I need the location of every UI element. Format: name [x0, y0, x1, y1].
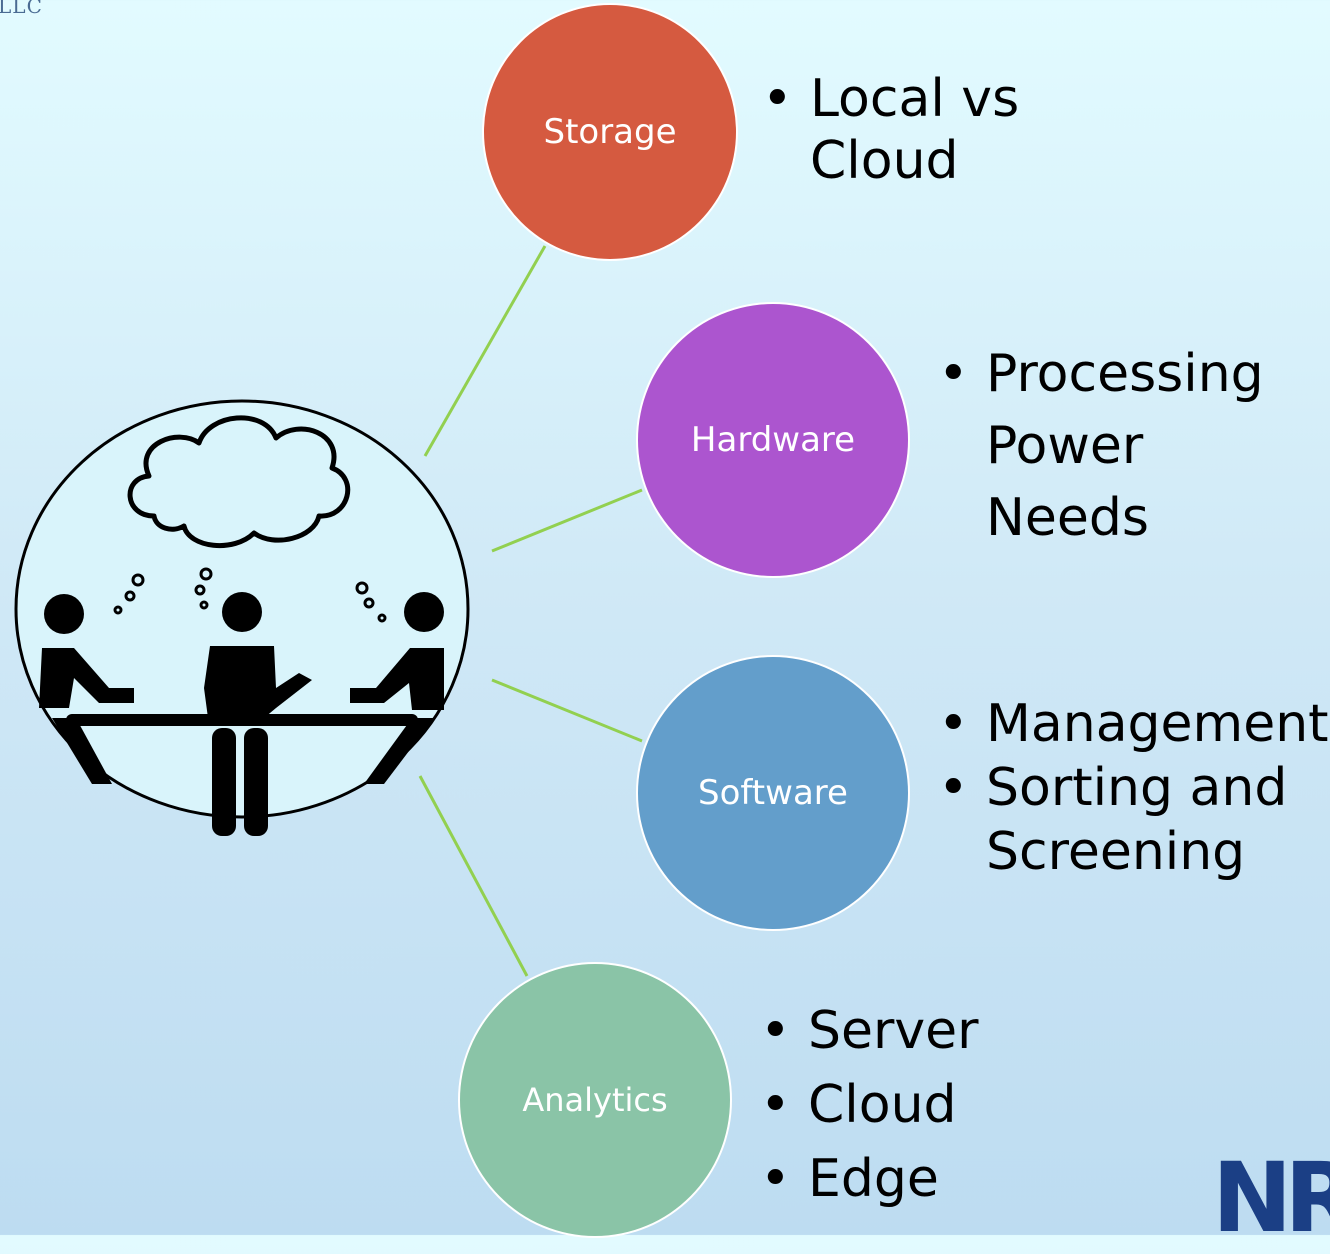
people-thinking-at-table-icon — [14, 399, 470, 836]
node-hardware: Hardware — [636, 302, 910, 578]
connector-hardware — [491, 488, 643, 553]
bullet-item: Server — [760, 994, 1090, 1068]
node-software: Software — [636, 655, 910, 931]
hardware-bullets: Processing Power Needs — [938, 338, 1268, 554]
connector-software — [491, 678, 643, 743]
analytics-bullets: Server Cloud Edge — [760, 994, 1090, 1216]
connector-storage — [423, 245, 547, 457]
corner-text: LLC — [0, 0, 43, 18]
nr-logo: NR — [1212, 1142, 1330, 1254]
bullet-item: Local vs Cloud — [762, 68, 1082, 192]
node-analytics-label: Analytics — [522, 1081, 668, 1119]
node-hardware-label: Hardware — [690, 420, 856, 460]
storage-bullets: Local vs Cloud — [762, 68, 1082, 192]
node-storage-label: Storage — [543, 112, 677, 152]
bullet-item: Cloud — [760, 1068, 1090, 1142]
bullet-item: Management — [938, 692, 1330, 756]
connector-analytics — [418, 775, 529, 977]
node-software-label: Software — [698, 773, 848, 813]
software-bullets: Management Sorting and Screening — [938, 692, 1330, 884]
node-analytics: Analytics — [458, 962, 732, 1238]
bullet-item: Edge — [760, 1142, 1090, 1216]
bullet-item: Processing Power Needs — [938, 338, 1268, 554]
bullet-item: Sorting and Screening — [938, 756, 1330, 884]
node-storage: Storage — [482, 3, 738, 261]
